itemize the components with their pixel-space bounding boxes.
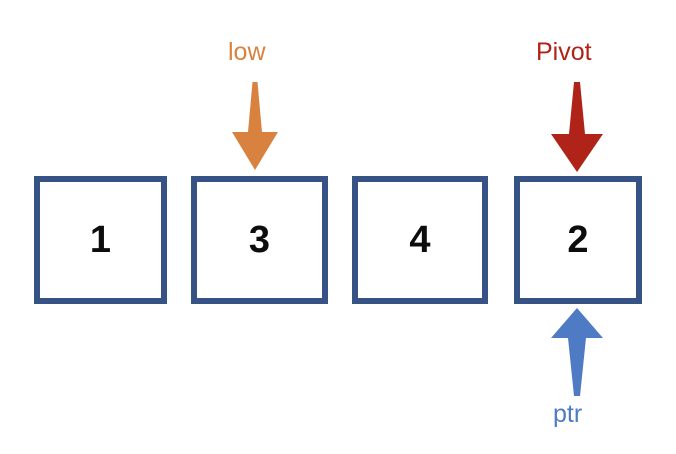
low-marker-arrow-down-icon bbox=[232, 82, 278, 170]
ptr-marker-label: ptr bbox=[553, 400, 583, 428]
array-cell-value: 1 bbox=[89, 219, 112, 261]
array-cell-value: 4 bbox=[409, 219, 431, 261]
array-cell-value: 2 bbox=[567, 219, 589, 261]
pivot-marker-arrow-down-icon bbox=[551, 82, 603, 172]
pivot-marker-label: Pivot bbox=[536, 38, 592, 66]
ptr-marker-arrow-up-icon bbox=[551, 308, 603, 396]
array-cell-1[interactable]: 3 bbox=[191, 176, 328, 304]
array-cell-2[interactable]: 4 bbox=[352, 176, 488, 304]
array-cell-value: 3 bbox=[248, 219, 271, 261]
array-cell-0[interactable]: 1 bbox=[34, 176, 167, 304]
low-marker-label: low bbox=[228, 38, 266, 66]
array-cell-3[interactable]: 2 bbox=[514, 176, 642, 304]
